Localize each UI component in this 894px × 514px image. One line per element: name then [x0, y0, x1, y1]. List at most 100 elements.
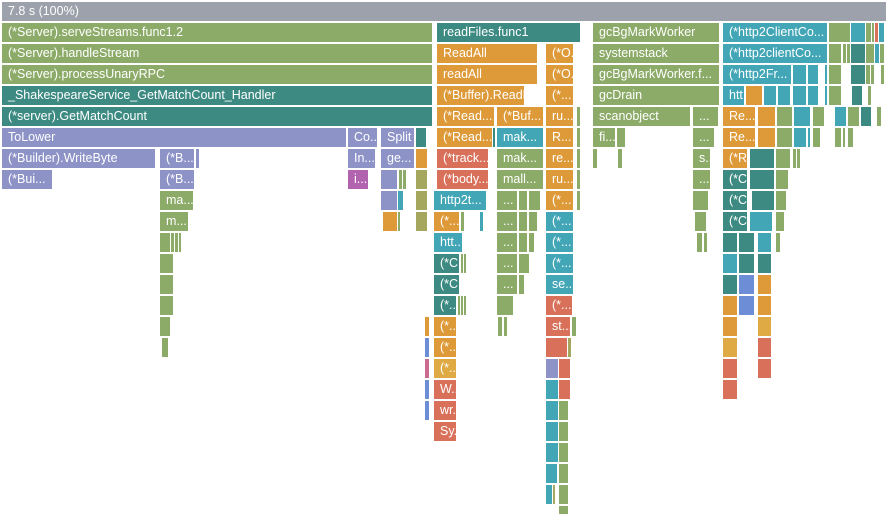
flame-cell[interactable]: (*...	[434, 338, 456, 357]
flame-cell[interactable]: mall...	[497, 170, 543, 189]
flame-cell[interactable]	[739, 296, 754, 315]
flame-cell[interactable]: fi...	[593, 128, 615, 147]
flame-cell[interactable]	[593, 149, 597, 168]
flame-cell[interactable]: ru...	[546, 170, 573, 189]
flame-cell[interactable]	[425, 317, 429, 336]
flame-cell[interactable]	[546, 338, 567, 357]
flame-cell[interactable]	[777, 128, 792, 147]
flame-cell[interactable]	[808, 128, 810, 147]
flame-cell[interactable]	[877, 107, 881, 126]
flame-cell[interactable]: systemstack	[593, 44, 719, 63]
flame-cell[interactable]	[504, 317, 507, 336]
flame-cell[interactable]	[794, 107, 810, 126]
flame-cell[interactable]	[851, 44, 865, 63]
flame-cell[interactable]: st...	[546, 317, 570, 336]
flame-cell[interactable]	[546, 443, 558, 462]
flame-cell[interactable]: (*R...	[723, 149, 747, 168]
flame-cell[interactable]: (*C...	[723, 212, 747, 231]
flame-cell[interactable]	[577, 170, 580, 189]
flame-cell[interactable]	[776, 191, 786, 210]
flame-cell[interactable]	[739, 233, 754, 252]
flame-cell[interactable]	[797, 149, 800, 168]
flame-cell[interactable]	[723, 380, 737, 399]
flame-cell[interactable]	[480, 212, 483, 231]
flame-cell[interactable]: (*O...	[546, 65, 573, 84]
flame-cell[interactable]: (*track...	[437, 149, 488, 168]
flame-cell[interactable]	[568, 338, 571, 357]
flame-cell[interactable]	[617, 128, 625, 147]
flame-cell[interactable]	[519, 191, 527, 210]
flame-cell[interactable]: ...	[497, 254, 517, 273]
flame-cell[interactable]	[879, 23, 884, 42]
flame-cell[interactable]	[829, 86, 841, 105]
flame-cell[interactable]: ToLower	[2, 128, 346, 147]
flame-cell[interactable]	[553, 485, 555, 504]
flame-cell[interactable]: (*...	[434, 296, 456, 315]
flame-cell[interactable]: (*C...	[723, 170, 747, 189]
flame-cell[interactable]: ...	[693, 107, 718, 126]
flame-cell[interactable]	[723, 233, 737, 252]
flame-cell[interactable]	[546, 359, 558, 378]
flame-cell[interactable]	[835, 107, 846, 126]
flame-cell[interactable]: (*...	[546, 254, 573, 273]
flame-cell[interactable]: ...	[497, 191, 517, 210]
flame-cell[interactable]: ReadAll	[437, 44, 537, 63]
flame-cell[interactable]	[794, 128, 806, 147]
flame-cell[interactable]: htt...	[723, 86, 744, 105]
flame-cell[interactable]: R...	[546, 128, 573, 147]
flame-cell[interactable]	[739, 275, 754, 294]
flame-cell[interactable]: (*Server).handleStream	[2, 44, 432, 63]
flame-cell[interactable]: se...	[546, 275, 573, 294]
flame-cell[interactable]: s...	[693, 149, 710, 168]
flame-cell[interactable]	[776, 149, 790, 168]
flame-cell[interactable]	[758, 128, 775, 147]
flame-cell[interactable]: mak...	[497, 128, 543, 147]
flame-cell[interactable]	[825, 65, 827, 84]
flame-cell[interactable]: (*Buf...	[497, 107, 543, 126]
flame-cell[interactable]: i...	[348, 170, 368, 189]
flame-cell[interactable]: ma...	[160, 191, 193, 210]
flame-cell[interactable]: scanobject	[593, 107, 690, 126]
flame-cell[interactable]	[848, 107, 859, 126]
flame-cell[interactable]	[160, 296, 173, 315]
flame-cell[interactable]	[425, 401, 429, 420]
flame-cell[interactable]: (*B...	[160, 149, 194, 168]
flame-cell[interactable]	[739, 254, 754, 273]
flame-cell[interactable]: Split	[381, 128, 414, 147]
flame-cell[interactable]: (*...	[546, 233, 573, 252]
flame-cell[interactable]	[577, 149, 580, 168]
flame-cell[interactable]	[529, 233, 534, 252]
flame-cell[interactable]	[758, 296, 771, 315]
flame-cell[interactable]: ...	[693, 170, 710, 189]
flame-cell[interactable]: (*http2clientCo...	[723, 44, 827, 63]
flame-cell[interactable]	[723, 338, 737, 357]
flame-cell[interactable]: ge...	[381, 149, 414, 168]
flame-cell[interactable]: Sy...	[434, 422, 456, 441]
flame-cell[interactable]	[381, 191, 397, 210]
flame-cell[interactable]	[559, 506, 568, 514]
flame-cell[interactable]	[778, 86, 790, 105]
flame-cell[interactable]	[381, 170, 397, 189]
flame-cell[interactable]	[577, 128, 580, 147]
flame-cell[interactable]: (*Server).processUnaryRPC	[2, 65, 432, 84]
flame-cell[interactable]	[723, 317, 737, 336]
flame-cell[interactable]	[829, 44, 841, 63]
flame-cell[interactable]	[758, 359, 771, 378]
flame-cell[interactable]: gcBgMarkWorker	[593, 23, 719, 42]
flame-cell[interactable]	[546, 485, 552, 504]
flame-cell[interactable]	[868, 86, 871, 105]
flame-cell[interactable]	[695, 212, 706, 231]
flame-cell[interactable]: http2t...	[434, 191, 486, 210]
flame-cell[interactable]: (*...	[434, 212, 459, 231]
flame-cell[interactable]	[723, 359, 737, 378]
flame-cell[interactable]	[160, 317, 170, 336]
flame-cell[interactable]	[851, 65, 865, 84]
flame-cell[interactable]: (*B...	[160, 170, 194, 189]
flame-cell[interactable]	[519, 275, 524, 294]
flame-cell[interactable]	[425, 359, 429, 378]
flame-cell[interactable]: (*C...	[723, 191, 747, 210]
flame-cell[interactable]	[160, 233, 170, 252]
flame-cell[interactable]	[559, 464, 568, 483]
flame-cell[interactable]: ...	[497, 275, 517, 294]
flame-cell[interactable]: (*...	[546, 86, 573, 105]
